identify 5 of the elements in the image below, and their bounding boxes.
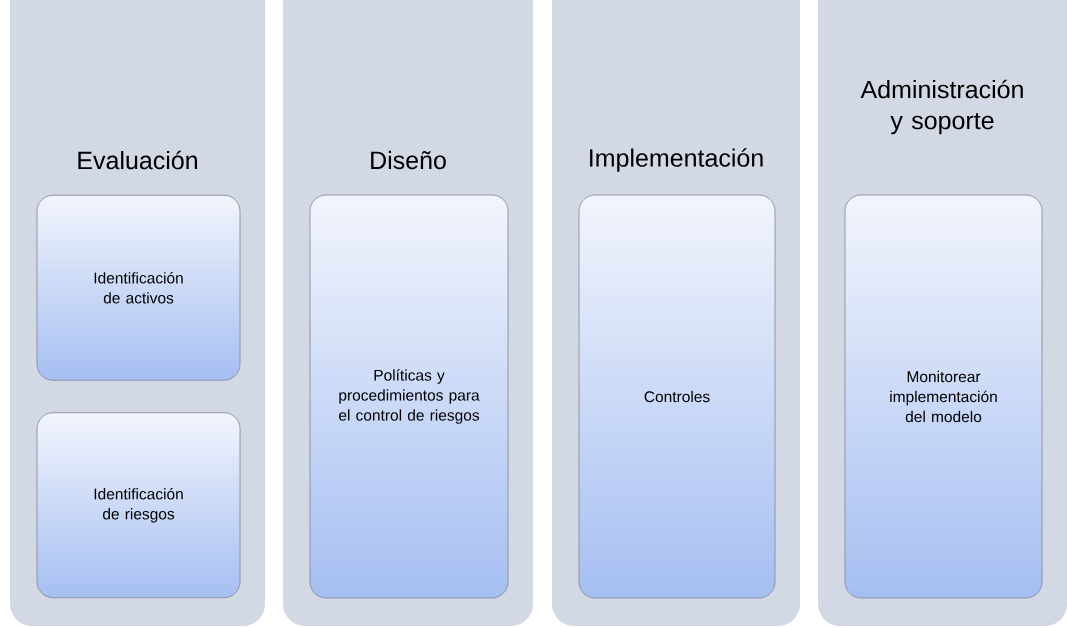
step-box: Monitorear implementación del modelo bbox=[844, 194, 1043, 599]
step-box: Identificación de riesgos bbox=[36, 412, 241, 599]
step-box: Políticas y procedimientos para el control de riesgos bbox=[309, 194, 509, 599]
step-box: Identificación de activos bbox=[36, 194, 241, 381]
step-box: Controles bbox=[578, 194, 776, 599]
